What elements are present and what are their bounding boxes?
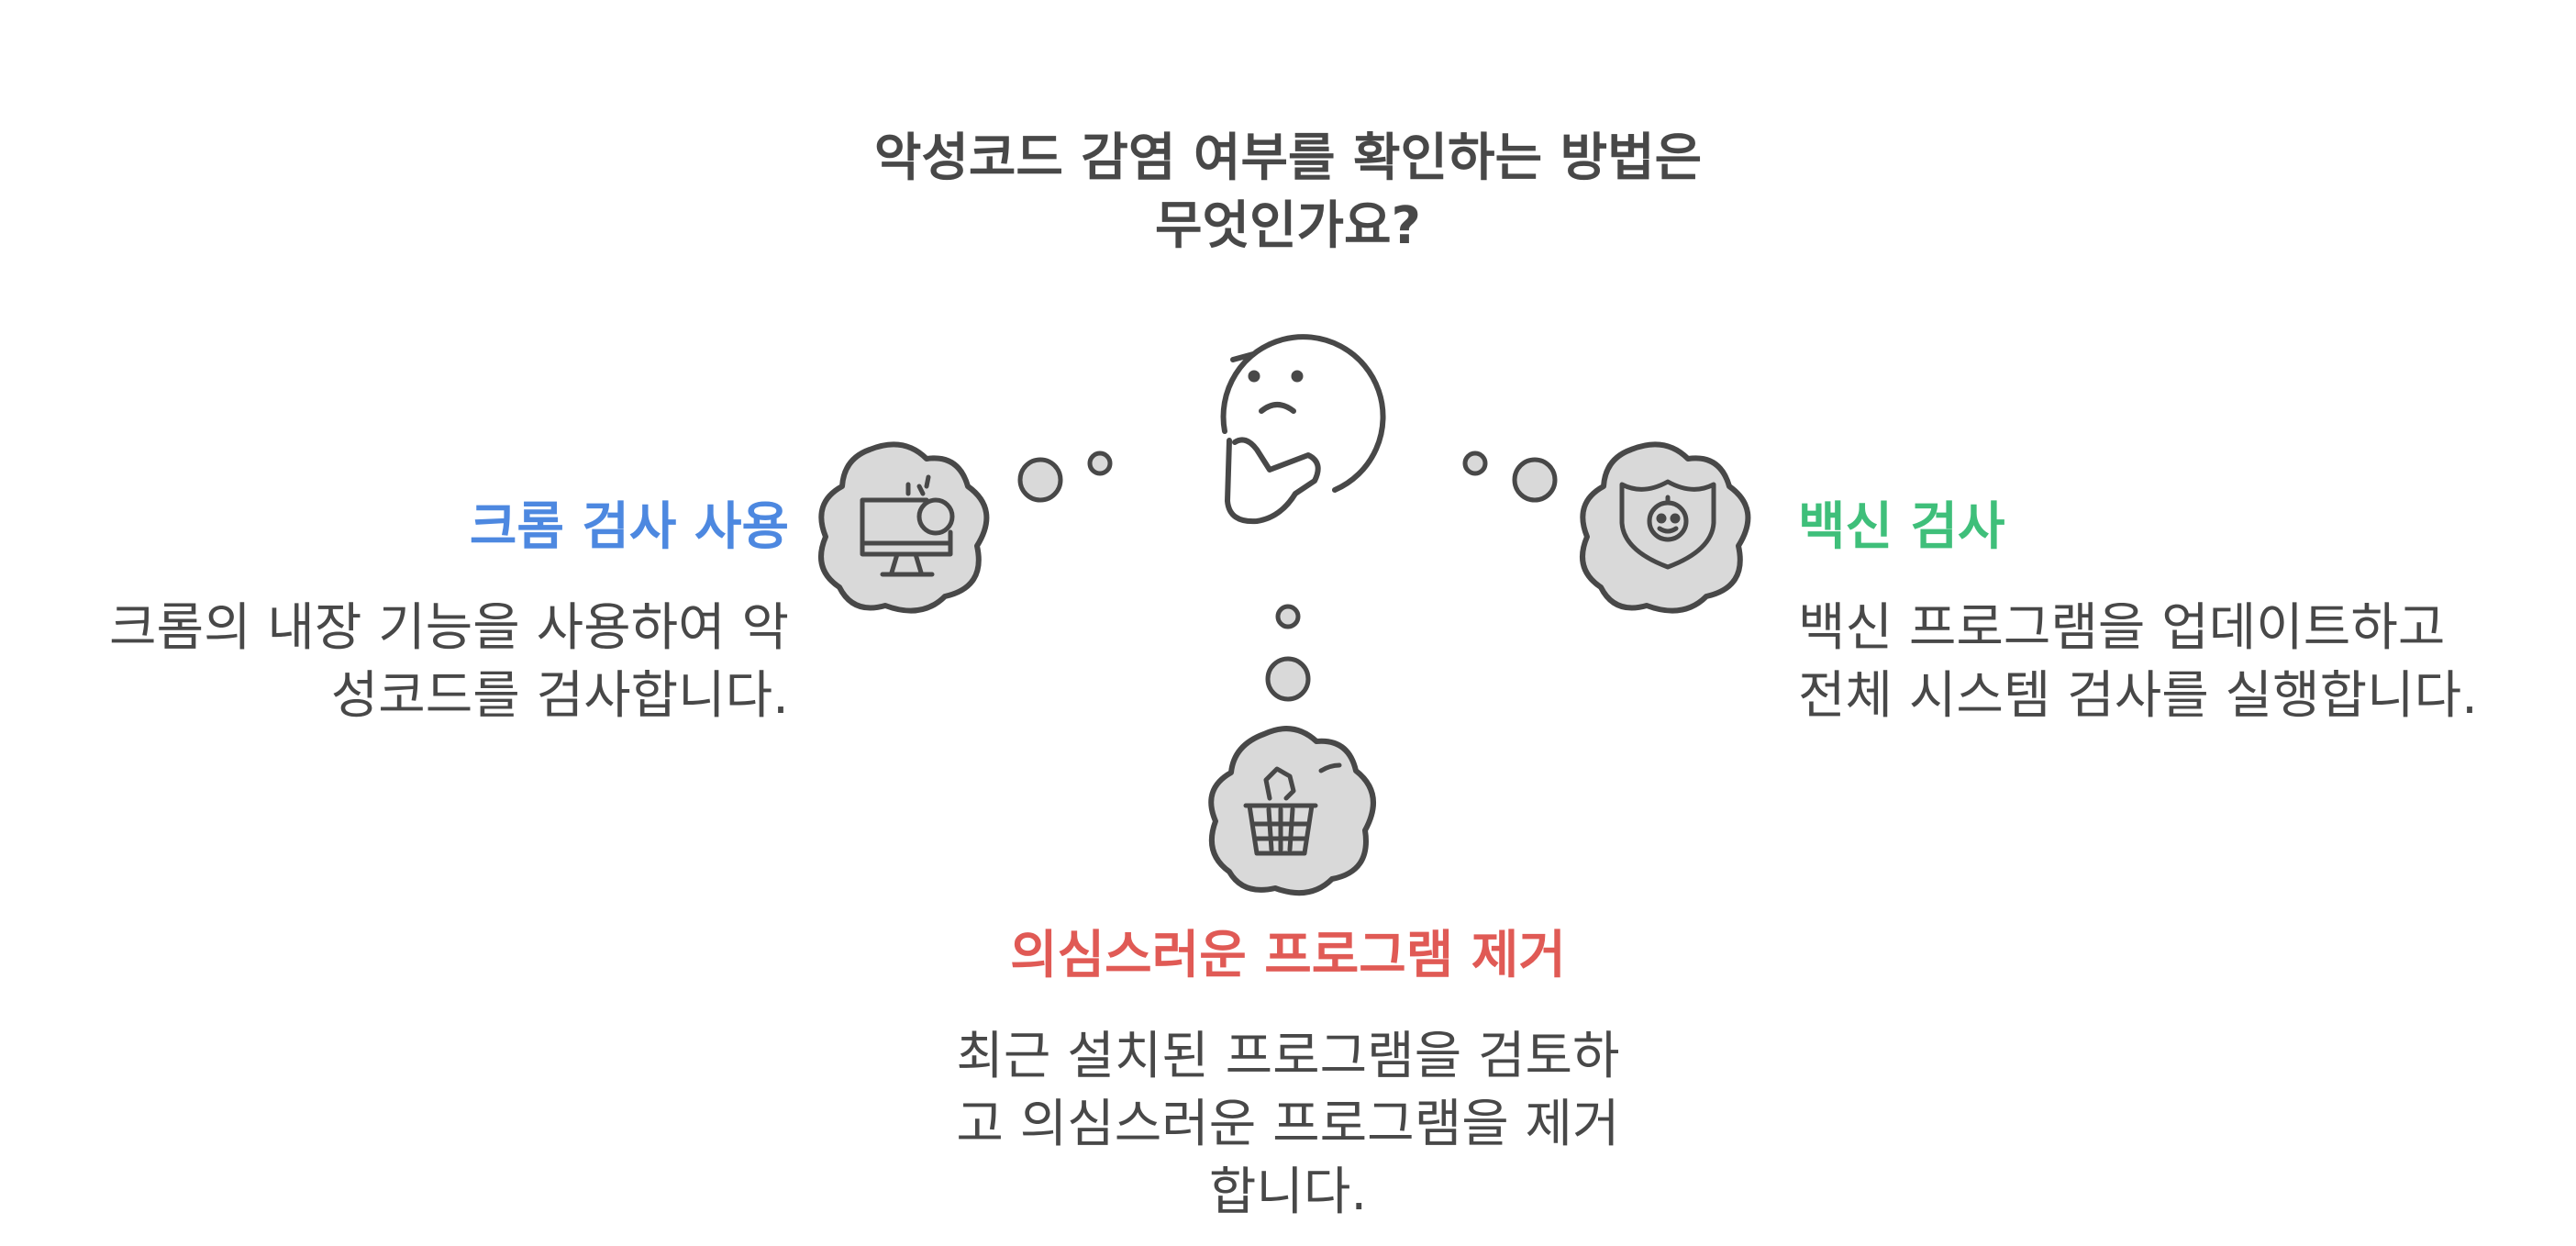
diagram-title: 악성코드 감염 여부를 확인하는 방법은 무엇인가요? xyxy=(873,128,1703,256)
trash-bin-icon xyxy=(1243,762,1342,856)
thought-dots xyxy=(1017,451,1558,702)
vaccine-cloud xyxy=(1580,441,1751,614)
remove-program-title: 의심스러운 프로그램 제거 xyxy=(1010,926,1566,985)
vaccine-scan-title: 백신 검사 xyxy=(1798,497,2005,557)
chrome-scan-description: 크롬의 내장 기능을 사용하여 악 성코드를 검사합니다. xyxy=(109,598,789,726)
chrome-scan-cloud xyxy=(818,441,990,614)
remove-program-description: 최근 설치된 프로그램을 검토하 고 의심스러운 프로그램을 제거 합니다. xyxy=(956,1027,1620,1222)
shield-virus-icon xyxy=(1619,479,1716,570)
vaccine-scan-description: 백신 프로그램을 업데이트하고 전체 시스템 검사를 실행합니다. xyxy=(1798,598,2478,726)
thinking-face-icon xyxy=(1220,334,1386,525)
monitor-scan-icon xyxy=(860,474,955,577)
remove-cloud xyxy=(1208,726,1376,896)
chrome-scan-title: 크롬 검사 사용 xyxy=(469,497,789,557)
